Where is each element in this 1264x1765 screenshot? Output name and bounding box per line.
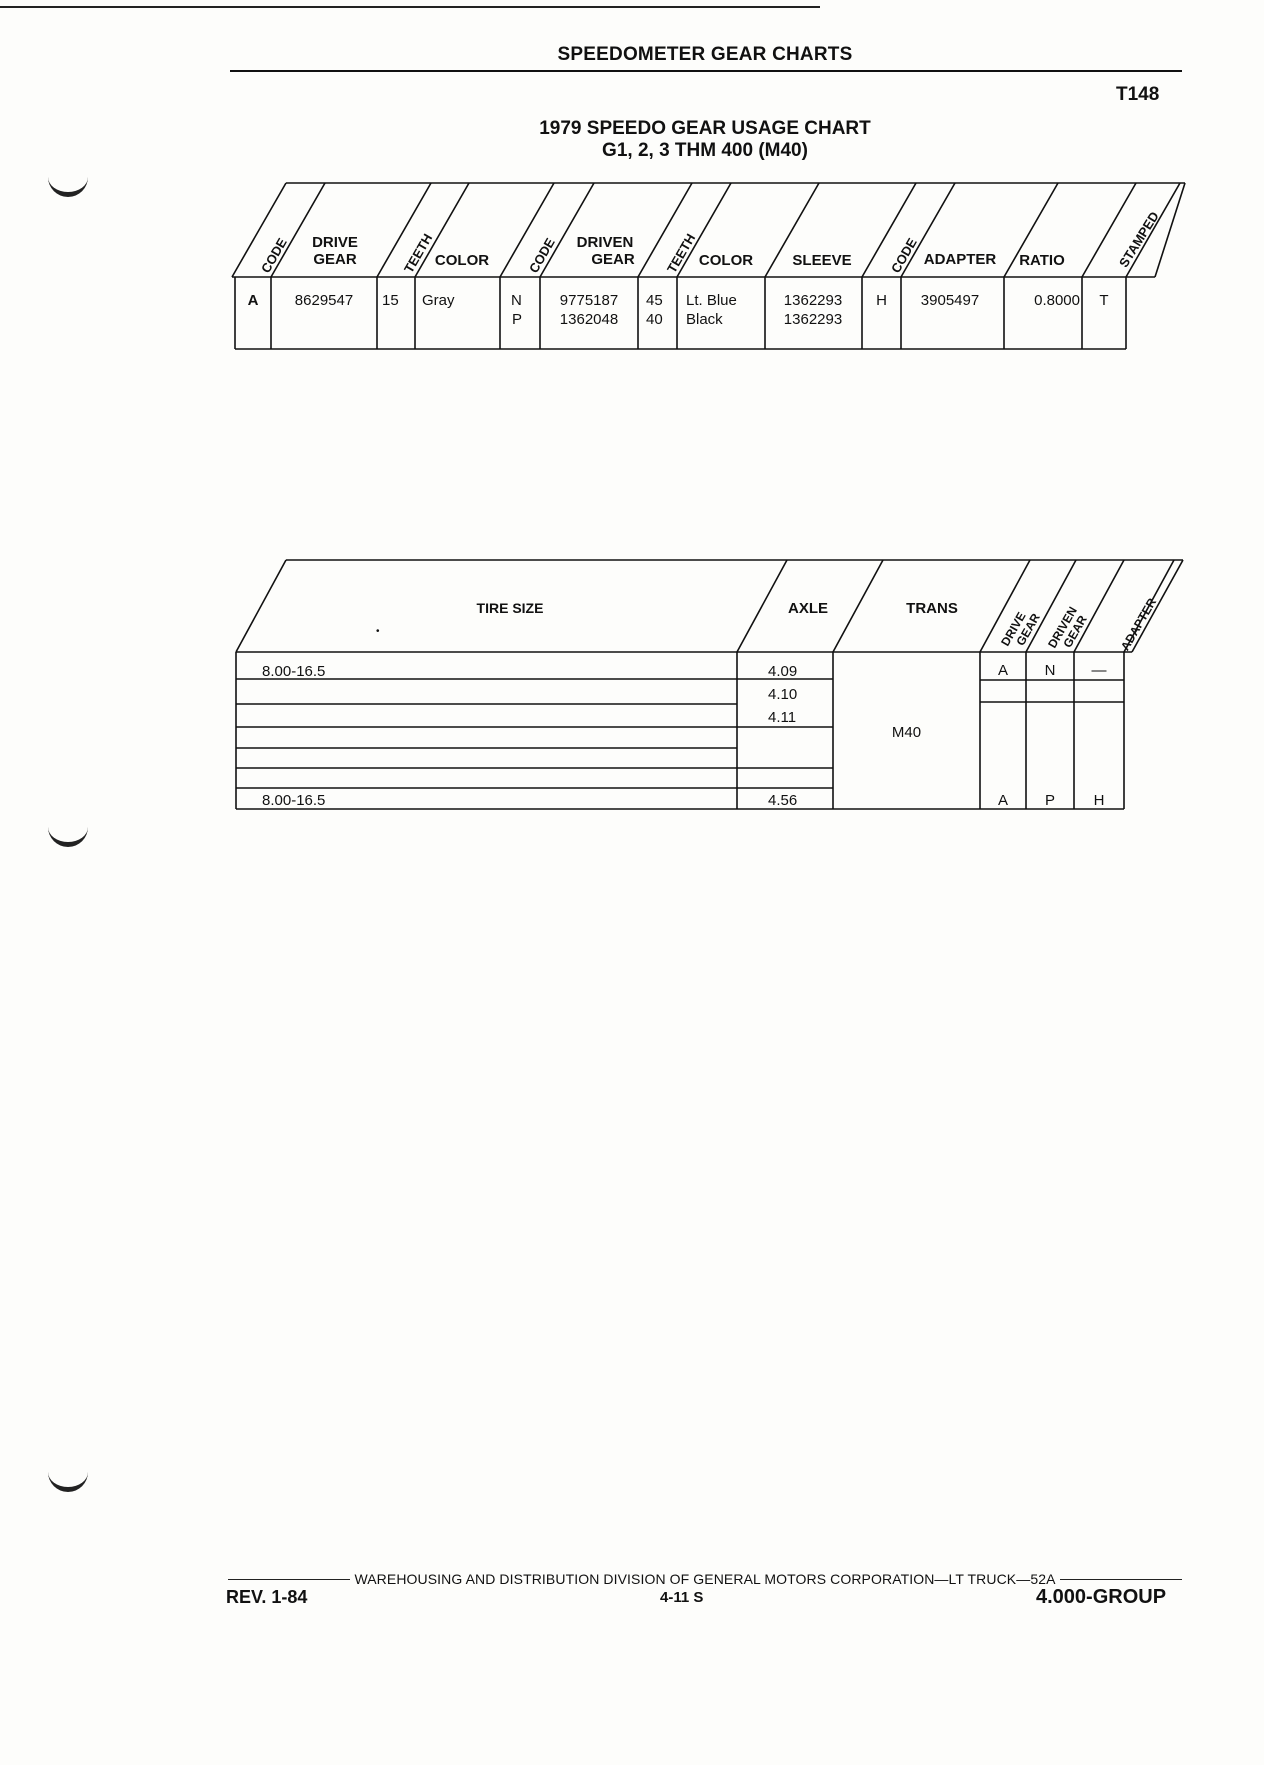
footer-credit: WAREHOUSING AND DISTRIBUTION DIVISION OF… <box>354 1571 1056 1587</box>
chart-subtitle: G1, 2, 3 THM 400 (M40) <box>602 140 808 161</box>
section-title: SPEEDOMETER GEAR CHARTS <box>557 44 853 65</box>
cell-sleeve-b: 1362293 <box>783 311 843 328</box>
header-axle: AXLE <box>787 600 828 617</box>
cell-teeth-2b: 40 <box>646 311 663 328</box>
header-color-2: COLOR <box>698 252 754 269</box>
cell-drive-gear: 8629547 <box>294 292 354 309</box>
driven-gear-row-7: P <box>1044 792 1055 809</box>
cell-sleeve-a: 1362293 <box>783 292 843 309</box>
footer-group: 4.000-GROUP <box>1036 1586 1167 1608</box>
tire-size-row-7: 8.00-16.5 <box>262 792 326 809</box>
adapter-row-1: — <box>1091 662 1107 679</box>
cell-color-1: Gray <box>422 292 455 309</box>
cell-ratio: 0.8000 <box>1034 292 1080 309</box>
axle-row-2: 4.10 <box>768 686 798 703</box>
header-ratio: RATIO <box>1019 252 1065 269</box>
tire-size-row-1: 8.00-16.5 <box>262 663 326 680</box>
cell-stamped: T <box>1099 292 1109 309</box>
axle-row-1: 4.09 <box>768 663 798 680</box>
drive-gear-row-7: A <box>997 792 1008 809</box>
header-sleeve: SLEEVE <box>792 252 852 269</box>
cell-driven-gear-b: 1362048 <box>559 311 619 328</box>
section-rule <box>230 70 1182 72</box>
header-drive-gear-2: GEAR <box>313 251 357 268</box>
cell-code-2b: P <box>512 311 523 328</box>
driven-gear-row-1: N <box>1044 662 1056 679</box>
axle-row-3: 4.11 <box>768 709 797 726</box>
binder-hole-mark <box>48 170 88 197</box>
adapter-row-7: H <box>1093 792 1105 809</box>
header-drive-gear-1: DRIVE <box>312 234 358 251</box>
trans-value: M40 <box>891 724 922 741</box>
cell-color-2a: Lt. Blue <box>686 292 737 309</box>
binder-hole-mark <box>48 820 88 847</box>
header-driven-gear-2: GEAR <box>591 251 635 268</box>
dot-mark: • <box>376 626 380 637</box>
header-adapter: ADAPTER <box>923 251 997 268</box>
cell-code-1: A <box>247 292 259 309</box>
header-color-1: COLOR <box>434 252 490 269</box>
footer-credit-line: WAREHOUSING AND DISTRIBUTION DIVISION OF… <box>228 1571 1182 1587</box>
footer-revision: REV. 1-84 <box>226 1587 308 1607</box>
page-code: T148 <box>1116 84 1160 105</box>
binder-hole-mark <box>48 1465 88 1492</box>
header-driven-gear-1: DRIVEN <box>576 234 634 251</box>
drive-gear-row-1: A <box>997 662 1008 679</box>
header-tire-size: TIRE SIZE <box>476 600 544 616</box>
cell-teeth-2a: 45 <box>646 292 663 309</box>
footer-page-number: 4-11 S <box>660 1589 704 1606</box>
axle-row-7: 4.56 <box>768 792 798 809</box>
cell-color-2b: Black <box>686 311 723 328</box>
footer-dash-left <box>228 1578 351 1580</box>
cell-code-3: H <box>876 292 887 309</box>
footer-dash-right <box>1059 1578 1182 1580</box>
page-top-rule <box>0 6 820 8</box>
cell-driven-gear-a: 9775187 <box>559 292 619 309</box>
cell-teeth-1: 15 <box>382 292 399 309</box>
header-trans: TRANS <box>906 600 958 617</box>
cell-code-2a: N <box>511 292 522 309</box>
cell-adapter: 3905497 <box>920 292 980 309</box>
chart-title: 1979 SPEEDO GEAR USAGE CHART <box>539 118 871 139</box>
